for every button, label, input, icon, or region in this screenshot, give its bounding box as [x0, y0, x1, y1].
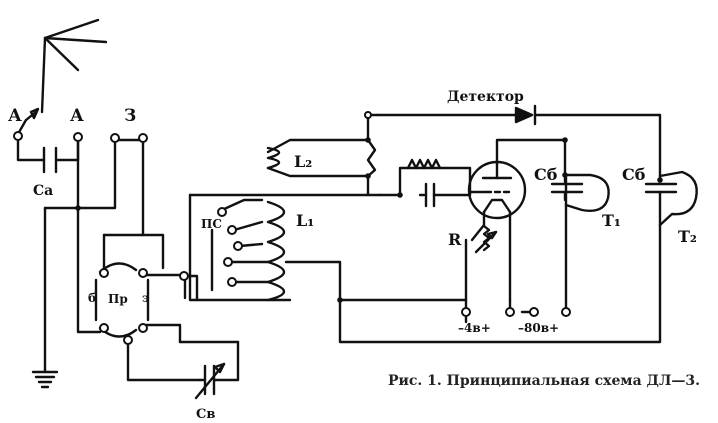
switch-pr: [94, 233, 240, 382]
vacuum-tube: [467, 138, 567, 220]
battery-anode: [520, 173, 568, 314]
inductor-l1: [188, 193, 382, 302]
return-line: [338, 223, 662, 344]
inductor-l1-label: L₁: [296, 211, 314, 230]
antenna-label-right: А: [70, 106, 84, 126]
variable-capacitor-cv: [194, 340, 240, 400]
capacitor-sb1-label: Сб: [534, 165, 558, 184]
rheostat-label: R: [448, 230, 462, 249]
detector-label: Детектор: [447, 89, 524, 105]
switch-pr-left-letter: б: [88, 291, 96, 305]
detector-branch: [376, 104, 662, 182]
battery-anode-label: –80в+: [518, 321, 559, 335]
capacitor-sb2-label: Сб: [622, 165, 646, 184]
figure-caption: Рис. 1. Принципиальная схема ДЛ—3.: [388, 373, 700, 389]
rheostat-r: [338, 210, 512, 314]
ground-terminal-label: З: [124, 106, 136, 126]
inductor-l2-label: L₂: [294, 152, 312, 171]
battery-filament: [464, 298, 512, 324]
phones-t1: [563, 173, 610, 212]
phones-t2: [658, 170, 698, 227]
ground-symbol: [31, 370, 59, 389]
phones-t1-label: T₁: [602, 211, 621, 230]
grid-leak-section: [378, 158, 472, 208]
capacitor-sb2: [644, 182, 678, 227]
switch-ps-label: ПС: [201, 217, 222, 231]
antenna-input-section: [16, 107, 81, 374]
phones-t2-label: T₂: [678, 227, 697, 246]
terminals: [13, 111, 663, 345]
inductor-l2: [266, 113, 380, 197]
antenna-label-left: А: [8, 106, 22, 126]
battery-filament-label: –4в+: [458, 321, 491, 335]
switch-pr-right-letter: э: [142, 291, 149, 305]
capacitor-ca-label: Са: [33, 183, 53, 199]
capacitor-cv-label: Св: [196, 407, 215, 422]
antenna-symbol: [40, 18, 108, 114]
switch-pr-label: Пр: [108, 292, 128, 306]
capacitor-sb1: [550, 173, 584, 202]
